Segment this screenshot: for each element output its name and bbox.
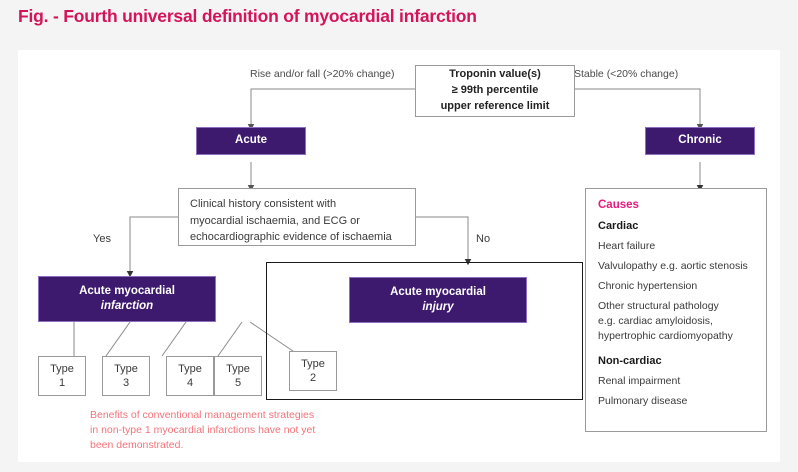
acute-myocardial-injury-group: Acute myocardial injury Type 2 <box>266 262 583 400</box>
infarction-line-2: infarction <box>100 300 154 312</box>
troponin-criteria-box: Troponin value(s) ≥ 99th percentile uppe… <box>415 65 575 117</box>
node-chronic-label: Chronic <box>678 134 722 147</box>
type-box-1: Type 1 <box>38 356 86 396</box>
type-box-3-word: Type <box>114 362 138 375</box>
type-box-3: Type 3 <box>102 356 150 396</box>
node-acute-myocardial-infarction: Acute myocardial infarction <box>38 276 216 322</box>
infarction-line-1: Acute myocardial <box>79 284 175 297</box>
troponin-line-2: ≥ 99th percentile <box>451 84 539 97</box>
node-acute-label: Acute <box>235 134 267 147</box>
diagram-card: Rise and/or fall (>20% change) Stable (<… <box>18 50 780 462</box>
type-box-5-number: 5 <box>234 377 242 389</box>
node-acute: Acute <box>196 127 306 155</box>
footnote-line-2: in non-type 1 myocardial infarctions hav… <box>90 424 316 437</box>
causes-item-chronic-hypertension: Chronic hypertension <box>598 279 698 292</box>
footnote-line-1: Benefits of conventional management stra… <box>90 409 315 421</box>
type-box-5-word: Type <box>226 362 250 375</box>
injury-line-2: injury <box>422 301 454 313</box>
causes-spacer <box>598 348 754 355</box>
node-chronic: Chronic <box>645 127 755 155</box>
injury-line-1: Acute myocardial <box>390 285 486 298</box>
footnote-text: Benefits of conventional management stra… <box>90 408 360 454</box>
clinical-history-line-2: myocardial ischaemia, and ECG or <box>190 214 360 227</box>
causes-panel: Causes Cardiac Heart failure Valvulopath… <box>585 188 767 432</box>
causes-item-renal-impairment: Renal impairment <box>598 375 681 388</box>
type-box-3-number: 3 <box>122 377 130 389</box>
footnote-line-3: been demonstrated. <box>90 439 184 452</box>
type-box-5: Type 5 <box>214 356 262 396</box>
connector-lines-layer <box>73 88 704 369</box>
type-box-2: Type 2 <box>289 351 337 391</box>
type-box-1-word: Type <box>50 362 74 375</box>
edge-label-rise-fall: Rise and/or fall (>20% change) <box>250 68 395 80</box>
causes-item-heart-failure: Heart failure <box>598 240 656 252</box>
type-box-1-number: 1 <box>58 377 66 389</box>
clinical-history-line-3: echocardiographic evidence of ischaemia <box>190 231 392 243</box>
page-title: Fig. - Fourth universal definition of my… <box>18 6 477 26</box>
causes-cardiac-heading: Cardiac <box>598 220 639 232</box>
type-box-4-word: Type <box>178 362 202 375</box>
causes-noncardiac-heading: Non-cardiac <box>598 355 662 368</box>
troponin-line-3: upper reference limit <box>440 99 550 112</box>
type-box-4: Type 4 <box>166 356 214 396</box>
causes-item-other-structural-line-1: Other structural pathology <box>598 299 719 312</box>
type-box-2-number: 2 <box>309 372 317 384</box>
edge-label-yes: Yes <box>93 233 111 245</box>
type-box-4-number: 4 <box>186 377 194 389</box>
node-acute-myocardial-injury: Acute myocardial injury <box>349 277 527 323</box>
clinical-history-line-1: Clinical history consistent with <box>190 198 337 210</box>
type-box-2-word: Type <box>301 357 325 370</box>
troponin-line-1: Troponin value(s) <box>449 68 541 81</box>
causes-item-valvulopathy: Valvulopathy e.g. aortic stenosis <box>598 259 748 272</box>
clinical-history-box: Clinical history consistent with myocard… <box>178 188 416 246</box>
edge-label-no: No <box>476 233 491 245</box>
causes-title: Causes <box>598 199 639 211</box>
causes-item-other-structural-line-2: e.g. cardiac amyloidosis, <box>598 314 713 327</box>
edge-label-stable: Stable (<20% change) <box>574 68 679 80</box>
causes-item-pulmonary-disease: Pulmonary disease <box>598 395 688 408</box>
causes-item-other-structural-line-3: hypertrophic cardiomyopathy <box>598 329 733 342</box>
